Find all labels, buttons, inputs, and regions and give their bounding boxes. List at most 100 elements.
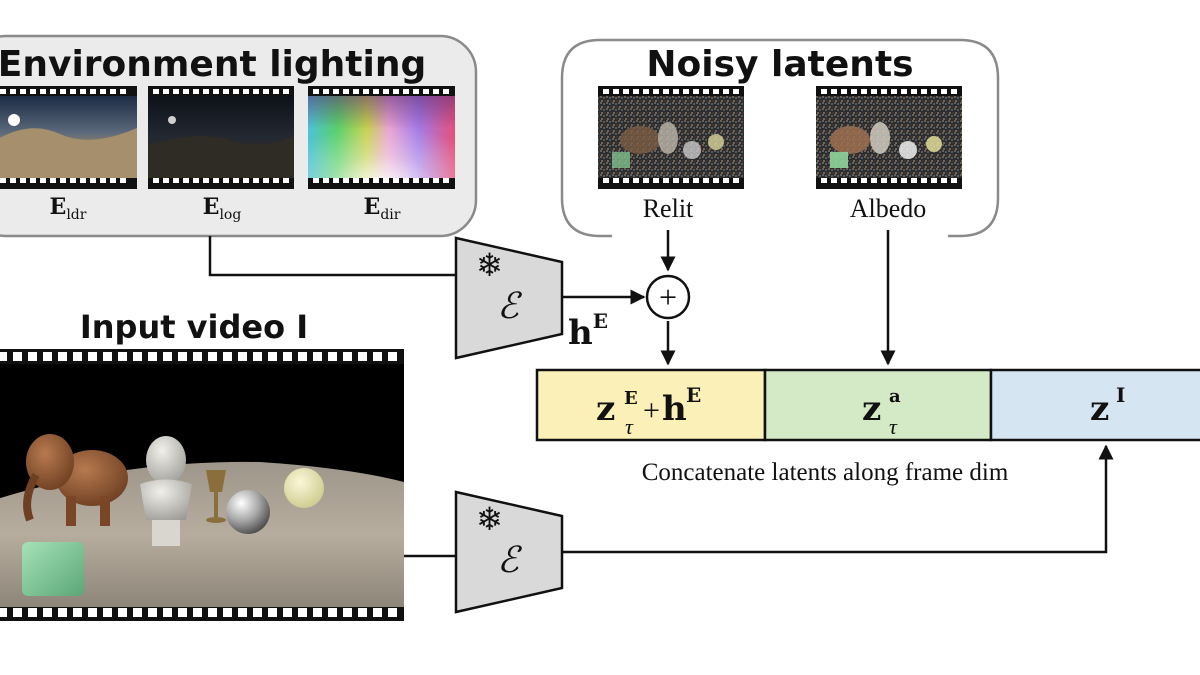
film-perforation [951, 178, 957, 183]
svg-text:τ: τ [625, 414, 634, 439]
film-perforation [653, 178, 659, 183]
film-perforation [283, 352, 292, 361]
svg-text:I: I [1116, 383, 1125, 407]
film-perforation [283, 178, 289, 183]
film-perforation [103, 608, 112, 617]
film-perforation [30, 178, 36, 183]
env-map-log-thumbnail [148, 86, 294, 189]
film-perforation [118, 352, 127, 361]
film-perforation [881, 178, 887, 183]
env-map-ldr-label: Eldr [50, 194, 87, 223]
film-perforation [120, 89, 126, 94]
film-perforation [921, 178, 927, 183]
noisy-latents-title: Noisy latents [646, 44, 913, 85]
env-map-ldr-thumbnail [0, 86, 137, 189]
film-perforation [223, 178, 229, 183]
film-perforation [633, 178, 639, 183]
film-perforation [643, 178, 649, 183]
svg-text:Edir: Edir [364, 194, 401, 223]
film-perforation [613, 89, 619, 94]
film-perforation [193, 608, 202, 617]
film-perforation [633, 89, 639, 94]
film-perforation [693, 178, 699, 183]
film-perforation [58, 352, 67, 361]
film-perforation [60, 178, 66, 183]
film-perforation [183, 178, 189, 183]
film-perforation [203, 178, 209, 183]
film-perforation [891, 89, 897, 94]
film-perforation [653, 89, 659, 94]
film-perforation [223, 352, 232, 361]
environment-lighting-title: Environment lighting [0, 44, 426, 85]
film-perforation [273, 178, 279, 183]
encoder-to-zI-arrow [562, 444, 1114, 554]
lighting-to-encoder-line [208, 236, 456, 277]
film-perforation [213, 89, 219, 94]
film-perforation [871, 178, 877, 183]
film-perforation [851, 178, 857, 183]
film-perforation [423, 89, 429, 94]
film-perforation [693, 89, 699, 94]
film-perforation [831, 178, 837, 183]
film-perforation [283, 89, 289, 94]
film-perforation [178, 608, 187, 617]
film-perforation [403, 178, 409, 183]
film-perforation [253, 352, 262, 361]
film-perforation [713, 89, 719, 94]
film-perforation [373, 178, 379, 183]
concatenate-caption: Concatenate latents along frame dim [642, 459, 1009, 486]
film-perforation [343, 352, 352, 361]
latent-env-formula: z E τ + h E [596, 383, 701, 439]
film-perforation [931, 178, 937, 183]
encoder-symbol: ℰ [497, 286, 522, 326]
film-perforation [193, 352, 202, 361]
film-perforation [941, 89, 947, 94]
film-perforation [28, 608, 37, 617]
film-perforation [70, 89, 76, 94]
film-perforation [88, 608, 97, 617]
film-perforation [733, 178, 739, 183]
film-perforation [43, 352, 52, 361]
film-perforation [951, 89, 957, 94]
film-perforation [433, 178, 439, 183]
film-perforation [173, 178, 179, 183]
film-perforation [821, 178, 827, 183]
film-perforation [723, 178, 729, 183]
film-perforation [20, 178, 26, 183]
film-perforation [233, 89, 239, 94]
film-perforation [163, 89, 169, 94]
film-perforation [841, 178, 847, 183]
film-perforation [50, 178, 56, 183]
film-perforation [208, 352, 217, 361]
film-perforation [263, 89, 269, 94]
film-perforation [328, 608, 337, 617]
env-map-log-label: Elog [203, 194, 242, 223]
film-perforation [90, 89, 96, 94]
film-perforation [683, 178, 689, 183]
svg-text:z: z [862, 389, 881, 429]
svg-text:τ: τ [889, 414, 898, 439]
svg-text:hE: hE [568, 309, 608, 353]
latent-segment-env [535, 368, 767, 442]
svg-text:h: h [662, 389, 687, 429]
film-perforation [383, 89, 389, 94]
film-perforation [313, 178, 319, 183]
film-perforation [413, 178, 419, 183]
encoder-symbol: ℰ [497, 540, 522, 580]
film-perforation [613, 178, 619, 183]
film-perforation [110, 89, 116, 94]
film-perforation [323, 89, 329, 94]
film-perforation [343, 608, 352, 617]
film-perforation [881, 89, 887, 94]
film-perforation [163, 608, 172, 617]
film-perforation [643, 89, 649, 94]
film-perforation [73, 352, 82, 361]
film-perforation [0, 608, 7, 617]
svg-text:+: + [659, 279, 677, 315]
film-perforation [40, 178, 46, 183]
film-perforation [223, 608, 232, 617]
film-perforation [133, 608, 142, 617]
film-perforation [901, 178, 907, 183]
relit-label: Relit [643, 194, 694, 223]
film-perforation [103, 352, 112, 361]
